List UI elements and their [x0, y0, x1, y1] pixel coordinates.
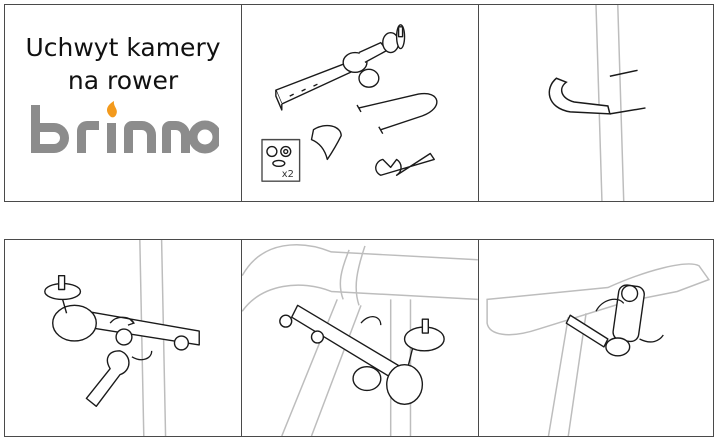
rotate-arrow-icon [595, 298, 625, 312]
u-bolt [358, 92, 438, 131]
step-2-panel [4, 239, 242, 437]
page-title: Uchwyt kamery na rower [5, 31, 241, 97]
title-line-2: na rower [67, 66, 179, 95]
title-line-1: Uchwyt kamery [25, 33, 221, 62]
step-3-panel [241, 239, 479, 437]
title-panel: Uchwyt kamery na rower brinno [4, 4, 242, 202]
handlebar [242, 244, 478, 276]
ball-joint [386, 364, 424, 406]
brinno-logo [31, 101, 219, 154]
ball-joint [52, 304, 97, 342]
rubber-pad [310, 124, 342, 161]
step-1-panel [478, 4, 714, 202]
step-1-illustration [548, 5, 646, 201]
clamp-bar [565, 314, 609, 348]
knob [352, 366, 382, 392]
step-4-illustration [486, 263, 711, 436]
parts-panel: x2 [241, 4, 479, 202]
bike-pole [281, 299, 362, 436]
step-4-panel [478, 239, 714, 437]
camera-lens-icon [621, 284, 639, 303]
rotate-arrow-icon [360, 316, 382, 326]
washer-box [261, 138, 301, 182]
step-3-illustration [242, 244, 478, 436]
ball-joint [342, 51, 368, 74]
bike-pole [595, 5, 625, 201]
wrench [85, 350, 130, 407]
handlebar [486, 263, 711, 336]
wrench [375, 152, 435, 176]
knob [358, 68, 380, 88]
flame-icon [107, 101, 117, 118]
parts-illustration: x2 [261, 24, 438, 182]
step-2-illustration [44, 240, 200, 436]
rubber-pad [548, 77, 611, 115]
washer-quantity: x2 [282, 169, 294, 180]
